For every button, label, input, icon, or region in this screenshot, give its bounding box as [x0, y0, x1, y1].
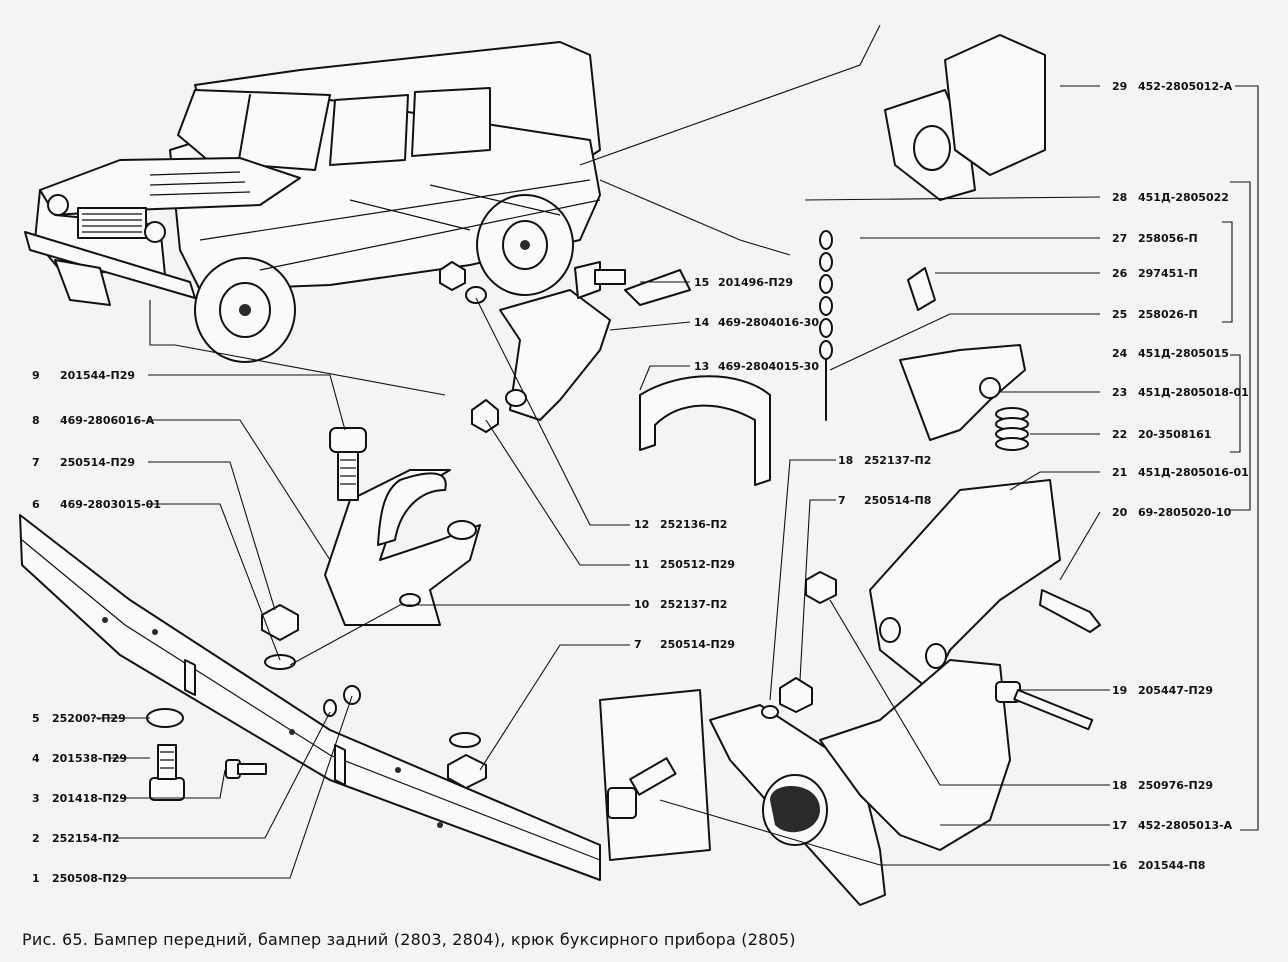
- callout-9-code: 201544-П29: [60, 369, 135, 382]
- callout-4-num: 4: [32, 752, 40, 765]
- tow-hitch-assembly: [599, 34, 1101, 906]
- vehicle-illustration: [24, 41, 601, 363]
- callout-27-num: 27: [1112, 232, 1127, 245]
- callout-14-num: 14: [694, 316, 710, 329]
- callout-7b-num: 7: [634, 638, 642, 651]
- callout-1-num: 1: [32, 872, 40, 885]
- callout-4-code: 201538-П29: [52, 752, 127, 765]
- callout-7-code: 250514-П29: [60, 456, 135, 469]
- callout-21-code: 451Д-2805016-01: [1138, 466, 1249, 479]
- callout-11-num: 11: [634, 558, 649, 571]
- callout-13-num: 13: [694, 360, 709, 373]
- callout-18-code: 252137-П2: [864, 454, 931, 467]
- callout-17-code: 452-2805013-А: [1138, 819, 1233, 832]
- callout-28-num: 28: [1112, 191, 1127, 204]
- callout-19-code: 205447-П29: [1138, 684, 1213, 697]
- rear-bumper-brackets: [439, 261, 771, 486]
- callout-15-num: 15: [694, 276, 709, 289]
- front-tow-hook: [261, 427, 481, 670]
- leader-lines: [96, 24, 1259, 879]
- callout-16-code: 201544-П8: [1138, 859, 1205, 872]
- callout-11-code: 250512-П29: [660, 558, 735, 571]
- callout-26-code: 297451-П: [1138, 267, 1198, 280]
- callout-21-num: 21: [1112, 466, 1127, 479]
- callout-12-code: 252136-П2: [660, 518, 727, 531]
- callout-12-num: 12: [634, 518, 649, 531]
- bumper-hardware: [146, 685, 487, 801]
- callout-8-code: 469-2806016-А: [60, 414, 155, 427]
- callout-24-num: 24: [1112, 347, 1128, 360]
- figure-caption: Рис. 65. Бампер передний, бампер задний …: [22, 930, 796, 949]
- callout-29-num: 29: [1112, 80, 1127, 93]
- callout-10-num: 10: [634, 598, 650, 611]
- callout-labels: 9 201544-П29 8 469-2806016-А 7 250514-П2…: [32, 80, 1249, 885]
- callout-13-code: 469-2804015-30: [718, 360, 819, 373]
- callout-14-code: 469-2804016-30: [718, 316, 819, 329]
- callout-8-num: 8: [32, 414, 40, 427]
- spring: [995, 407, 1029, 451]
- callout-23-code: 451Д-2805018-01: [1138, 386, 1249, 399]
- callout-22-code: 20-3508161: [1138, 428, 1211, 441]
- callout-7a-num: 7: [838, 494, 846, 507]
- front-bumper: [19, 514, 601, 881]
- callout-7-num: 7: [32, 456, 40, 469]
- callout-25-num: 25: [1112, 308, 1127, 321]
- callout-24-code: 451Д-2805015: [1138, 347, 1229, 360]
- callout-27-code: 258056-П: [1138, 232, 1198, 245]
- callout-16-num: 16: [1112, 859, 1128, 872]
- callout-29-code: 452-2805012-А: [1138, 80, 1233, 93]
- callout-23-num: 23: [1112, 386, 1127, 399]
- callout-17-num: 17: [1112, 819, 1127, 832]
- callout-26-num: 26: [1112, 267, 1128, 280]
- callout-28-code: 451Д-2805022: [1138, 191, 1229, 204]
- callout-25-code: 258026-П: [1138, 308, 1198, 321]
- callout-2-code: 252154-П2: [52, 832, 119, 845]
- callout-7a-code: 250514-П8: [864, 494, 931, 507]
- callout-3-num: 3: [32, 792, 40, 805]
- callout-6-num: 6: [32, 498, 40, 511]
- callout-18b-code: 250976-П29: [1138, 779, 1213, 792]
- callout-5-num: 5: [32, 712, 40, 725]
- callout-18-num: 18: [838, 454, 853, 467]
- callout-15-code: 201496-П29: [718, 276, 793, 289]
- callout-7b-code: 250514-П29: [660, 638, 735, 651]
- callout-22-num: 22: [1112, 428, 1127, 441]
- callout-19-num: 19: [1112, 684, 1127, 697]
- callout-1-code: 250508-П29: [52, 872, 127, 885]
- callout-6-code: 469-2803015-01: [60, 498, 161, 511]
- callout-5-code: 25200?-П29: [52, 712, 126, 725]
- callout-20-num: 20: [1112, 506, 1128, 519]
- callout-3-code: 201418-П29: [52, 792, 127, 805]
- chain: [819, 230, 936, 421]
- callout-10-code: 252137-П2: [660, 598, 727, 611]
- callout-2-num: 2: [32, 832, 40, 845]
- callout-20-code: 69-2805020-10: [1138, 506, 1232, 519]
- callout-9-num: 9: [32, 369, 40, 382]
- callout-18b-num: 18: [1112, 779, 1127, 792]
